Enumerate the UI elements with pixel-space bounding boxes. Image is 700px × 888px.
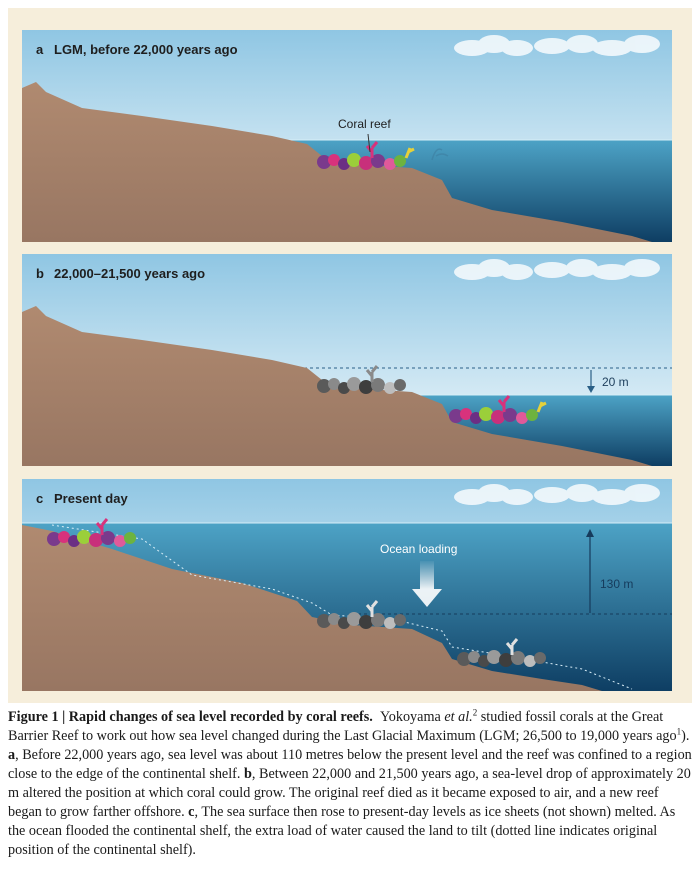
new-reef xyxy=(449,395,547,424)
caption-panel-letter: a xyxy=(8,747,16,763)
coral-reef-label: Coral reef xyxy=(338,117,391,131)
up-arrow-icon xyxy=(586,529,594,613)
cloud-icon xyxy=(454,35,660,56)
land xyxy=(22,525,602,691)
ocean-loading-label: Ocean loading xyxy=(380,542,458,556)
sea-level-drop-label: 20 m xyxy=(602,375,629,389)
sea-level-rise-label: 130 m xyxy=(600,577,634,591)
caption-text: , Before 22,000 years ago, sea level was… xyxy=(8,747,692,782)
dead-reef xyxy=(317,600,406,629)
cloud-icon xyxy=(454,484,660,505)
caption-heading: Figure 1 | Rapid changes of sea level re… xyxy=(8,709,373,725)
coral-reef xyxy=(317,141,449,170)
dead-reef xyxy=(317,365,406,394)
caption-etal: et al. xyxy=(444,709,473,725)
caption-panel-letter: b xyxy=(244,766,252,782)
caption-text: , The sea surface then rose to present-d… xyxy=(8,804,676,858)
living-reef xyxy=(47,518,136,547)
caption-ref: 2 xyxy=(472,707,478,718)
caption-panel-letter: c xyxy=(188,804,195,820)
cloud-icon xyxy=(454,259,660,280)
down-arrow-icon xyxy=(587,370,595,393)
ocean-loading-arrow-icon xyxy=(412,561,442,607)
dead-reef xyxy=(457,638,546,667)
figure-caption: Figure 1 | Rapid changes of sea level re… xyxy=(8,708,692,860)
caption-author: Yokoyama xyxy=(379,709,441,725)
caption-ref: 1 xyxy=(676,726,682,737)
caption-text: , Between 22,000 and 21,500 years ago, a… xyxy=(8,766,691,820)
caption-text: studied fossil corals at the Great Barri… xyxy=(8,709,677,744)
caption-text: ). xyxy=(681,728,690,744)
